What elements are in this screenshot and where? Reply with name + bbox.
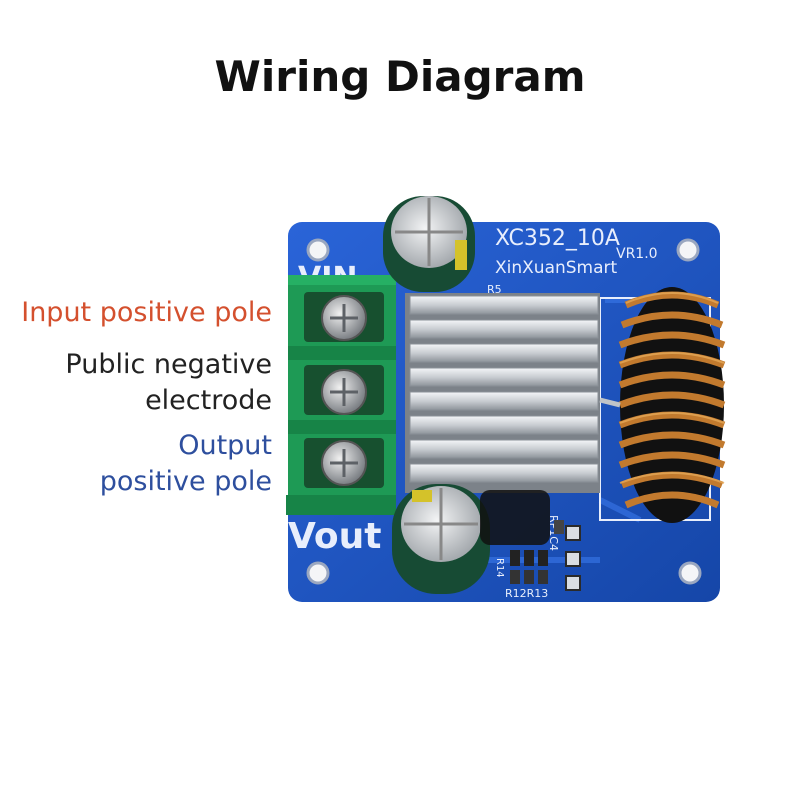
input-positive-label: Input positive pole <box>21 297 272 328</box>
public-negative-label: Public negative electrode <box>65 349 272 416</box>
r12-silk: R12R13 <box>505 587 548 600</box>
toroid-inductor <box>599 287 726 523</box>
page-title: Wiring Diagram <box>214 52 586 101</box>
version-silk: VR1.0 <box>616 246 658 262</box>
smd-parts <box>510 520 564 584</box>
vout-silk: Vout <box>288 516 381 557</box>
output-positive-label: Output positive pole <box>99 430 272 497</box>
screw-terminal-block <box>286 275 396 515</box>
r5-silk: R5 <box>487 283 502 296</box>
heatsink <box>405 293 600 493</box>
maker-silk: XinXuanSmart <box>495 258 618 278</box>
r14-silk: R14 <box>494 558 505 578</box>
model-silk: XC352_10A <box>495 226 620 251</box>
mounting-holes <box>306 238 702 585</box>
input-capacitor <box>383 196 475 292</box>
output-capacitor <box>392 484 490 594</box>
